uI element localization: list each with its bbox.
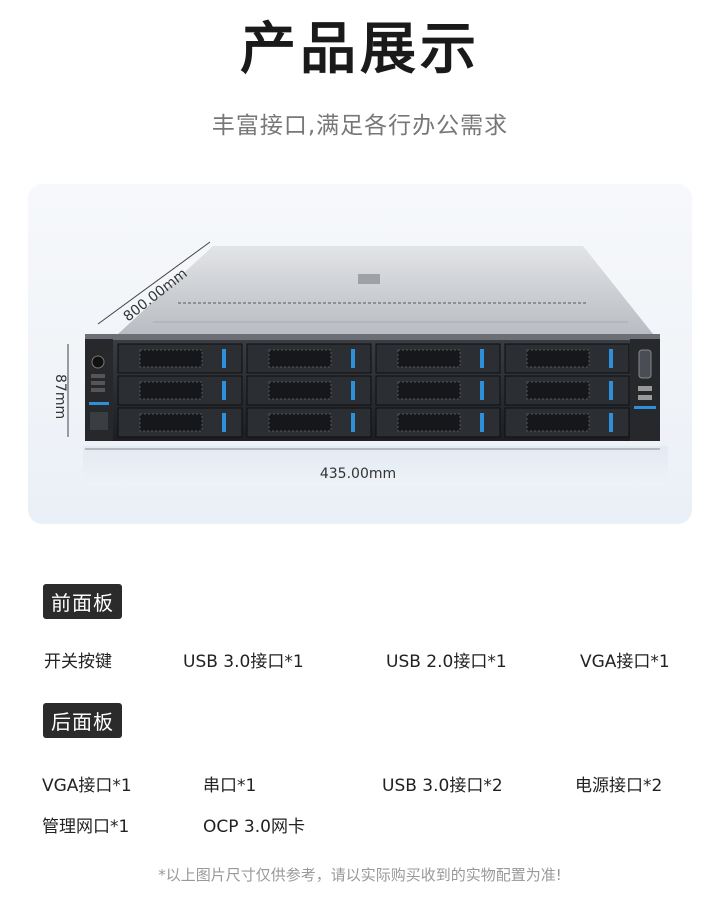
server-top-cover <box>118 246 653 334</box>
drive-bay-grille <box>526 381 590 400</box>
drive-bay-grille <box>139 349 203 368</box>
right-ear-blue-strip <box>634 406 656 409</box>
vga-port <box>638 349 652 379</box>
status-led <box>91 374 105 378</box>
server-illustration: 800.00mm 87mm 435.00mm <box>52 241 668 486</box>
rear-spec-item: 串口*1 <box>203 776 257 796</box>
page-subtitle: 丰富接口,满足各行办公需求 <box>211 113 509 139</box>
rear-spec-item: VGA接口*1 <box>42 776 132 796</box>
usb-port <box>638 395 652 400</box>
footnote: *以上图片尺寸仅供参考，请以实际购买收到的实物配置为准! <box>158 866 562 884</box>
front-spec-item: USB 3.0接口*1 <box>183 652 304 672</box>
rear-spec-item: 管理网口*1 <box>42 817 130 837</box>
drive-bay-grille <box>139 381 203 400</box>
drive-bay-grille <box>268 413 332 432</box>
drive-bay-grille <box>397 349 461 368</box>
drive-bay-latch <box>480 381 484 400</box>
width-label: 435.00mm <box>320 466 396 482</box>
drive-bay-latch <box>609 413 613 432</box>
drive-bay-grille <box>397 381 461 400</box>
product-showcase: 800.00mm 87mm 435.00mm <box>28 184 692 524</box>
front-spec-item: USB 2.0接口*1 <box>386 652 507 672</box>
rear-spec-item: USB 3.0接口*2 <box>382 776 503 796</box>
usb-port <box>638 386 652 391</box>
height-label: 87mm <box>52 374 68 419</box>
drive-bay-grille <box>268 381 332 400</box>
drive-bay-latch <box>222 349 226 368</box>
drive-bay-latch <box>351 381 355 400</box>
left-ear-blue-strip <box>89 402 109 405</box>
power-button <box>91 355 105 369</box>
drive-bay-latch <box>351 413 355 432</box>
drive-bay-latch <box>222 381 226 400</box>
drive-bay-latch <box>609 381 613 400</box>
rear-spec-item: 电源接口*2 <box>575 776 663 796</box>
front-panel-tag: 前面板 <box>43 584 122 619</box>
drive-bay <box>246 343 372 374</box>
drive-bay-latch <box>351 349 355 368</box>
drive-bay-latch <box>480 413 484 432</box>
drive-bays <box>117 343 630 438</box>
front-spec-item: 开关按键 <box>44 652 112 672</box>
depth-dimension-line <box>97 241 211 325</box>
front-spec-item: VGA接口*1 <box>580 652 670 672</box>
drive-bay-grille <box>526 413 590 432</box>
status-led <box>91 381 105 385</box>
front-top-edge <box>85 334 660 340</box>
drive-bay-latch <box>222 413 226 432</box>
rear-spec-item: OCP 3.0网卡 <box>203 817 305 837</box>
drive-bay-grille <box>268 349 332 368</box>
rear-panel-tag: 后面板 <box>43 703 122 738</box>
drive-bay-grille <box>397 413 461 432</box>
left-ear-grille <box>90 412 108 430</box>
drive-bay-latch <box>609 349 613 368</box>
floor-reflection <box>83 446 668 486</box>
status-led <box>91 388 105 392</box>
drive-bay-grille <box>139 413 203 432</box>
drive-bay-latch <box>480 349 484 368</box>
drive-bay-grille <box>526 349 590 368</box>
top-label <box>358 274 380 284</box>
page-title: 产品展示 <box>240 17 480 82</box>
